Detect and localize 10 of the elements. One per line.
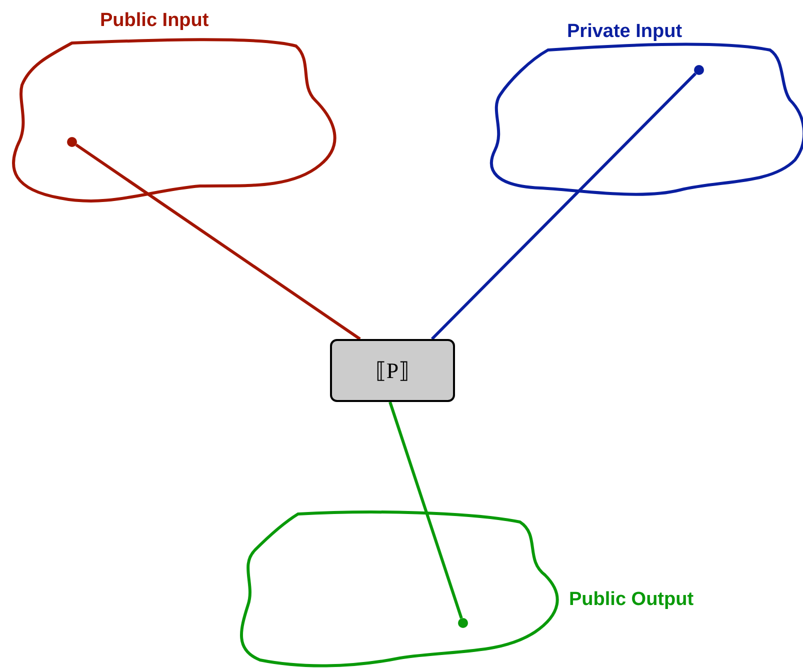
dot — [67, 137, 77, 147]
region-label: Private Input — [567, 21, 682, 43]
region-label: Public Input — [100, 10, 209, 32]
process-box: ⟦P⟧ — [330, 339, 455, 402]
dot — [694, 65, 704, 75]
connector-line — [430, 72, 697, 340]
connector-line — [388, 402, 463, 619]
region-label: Public Output — [569, 589, 694, 611]
connector-line — [75, 144, 361, 340]
dot — [458, 618, 468, 628]
